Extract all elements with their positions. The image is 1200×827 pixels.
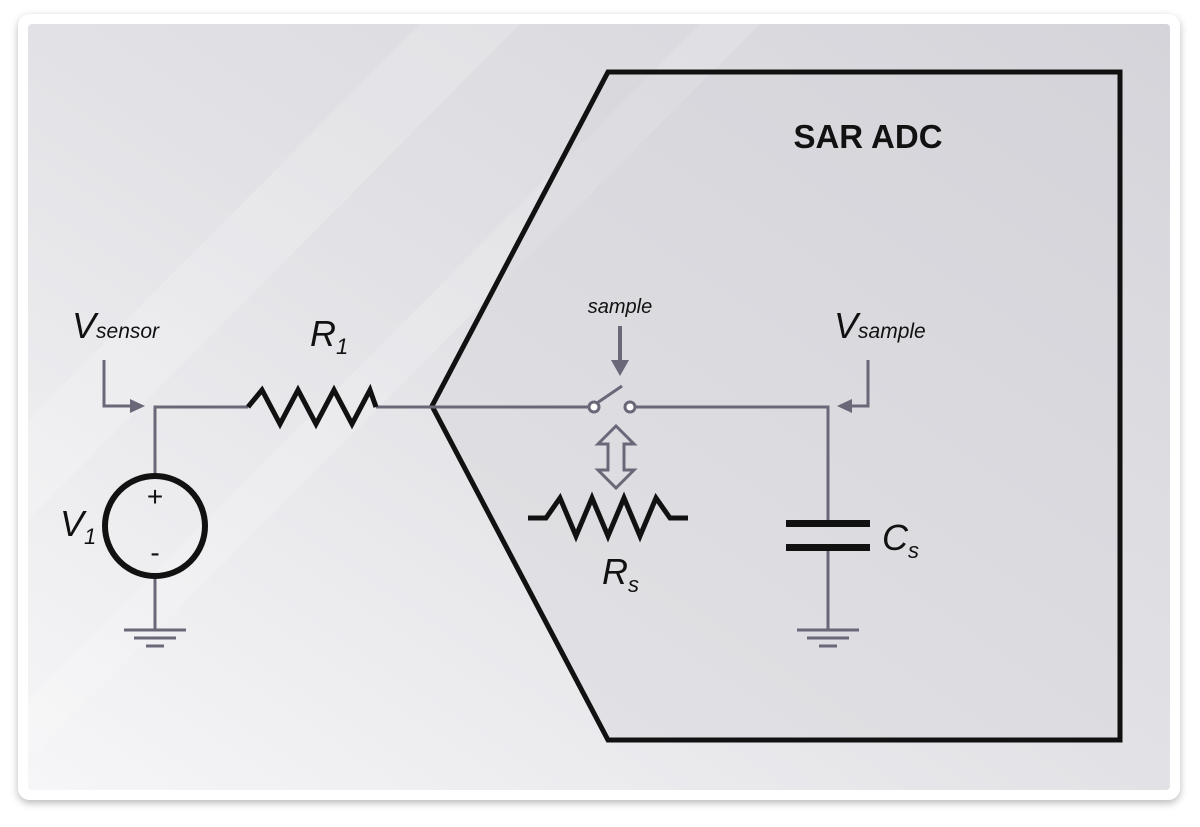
v1-label: V1 bbox=[60, 503, 96, 549]
r1-label: R1 bbox=[310, 313, 348, 359]
ground-icon-source bbox=[124, 628, 186, 648]
ground-icon-capacitor bbox=[797, 628, 859, 648]
rs-label: Rs bbox=[602, 551, 639, 597]
v-sensor-arrow-icon bbox=[102, 360, 132, 408]
v1-plus-sign: + bbox=[147, 481, 163, 512]
cs-capacitor-icon bbox=[786, 520, 870, 551]
v-sensor-arrowhead bbox=[130, 399, 145, 413]
wire-switch-to-cap bbox=[632, 405, 830, 522]
sample-control-label: sample bbox=[588, 296, 652, 318]
sample-control-arrow-icon bbox=[611, 326, 629, 376]
r1-resistor-icon bbox=[246, 383, 379, 430]
sar-adc-title: SAR ADC bbox=[793, 118, 942, 155]
rs-resistor-icon bbox=[528, 491, 688, 543]
v-sample-label: Vsample bbox=[834, 305, 926, 346]
v-sensor-label: Vsensor bbox=[72, 305, 160, 346]
v-sample-arrowhead bbox=[837, 399, 852, 413]
wires bbox=[153, 405, 830, 630]
wire-source-to-r1 bbox=[153, 405, 248, 476]
background-streaks bbox=[28, 24, 760, 760]
sample-switch-icon bbox=[587, 384, 637, 414]
cs-label: Cs bbox=[882, 517, 919, 563]
v-sample-arrow-icon bbox=[850, 360, 870, 408]
double-arrow-icon bbox=[594, 423, 638, 491]
v1-voltage-source-icon bbox=[102, 473, 208, 579]
v1-minus-sign: - bbox=[150, 537, 159, 568]
